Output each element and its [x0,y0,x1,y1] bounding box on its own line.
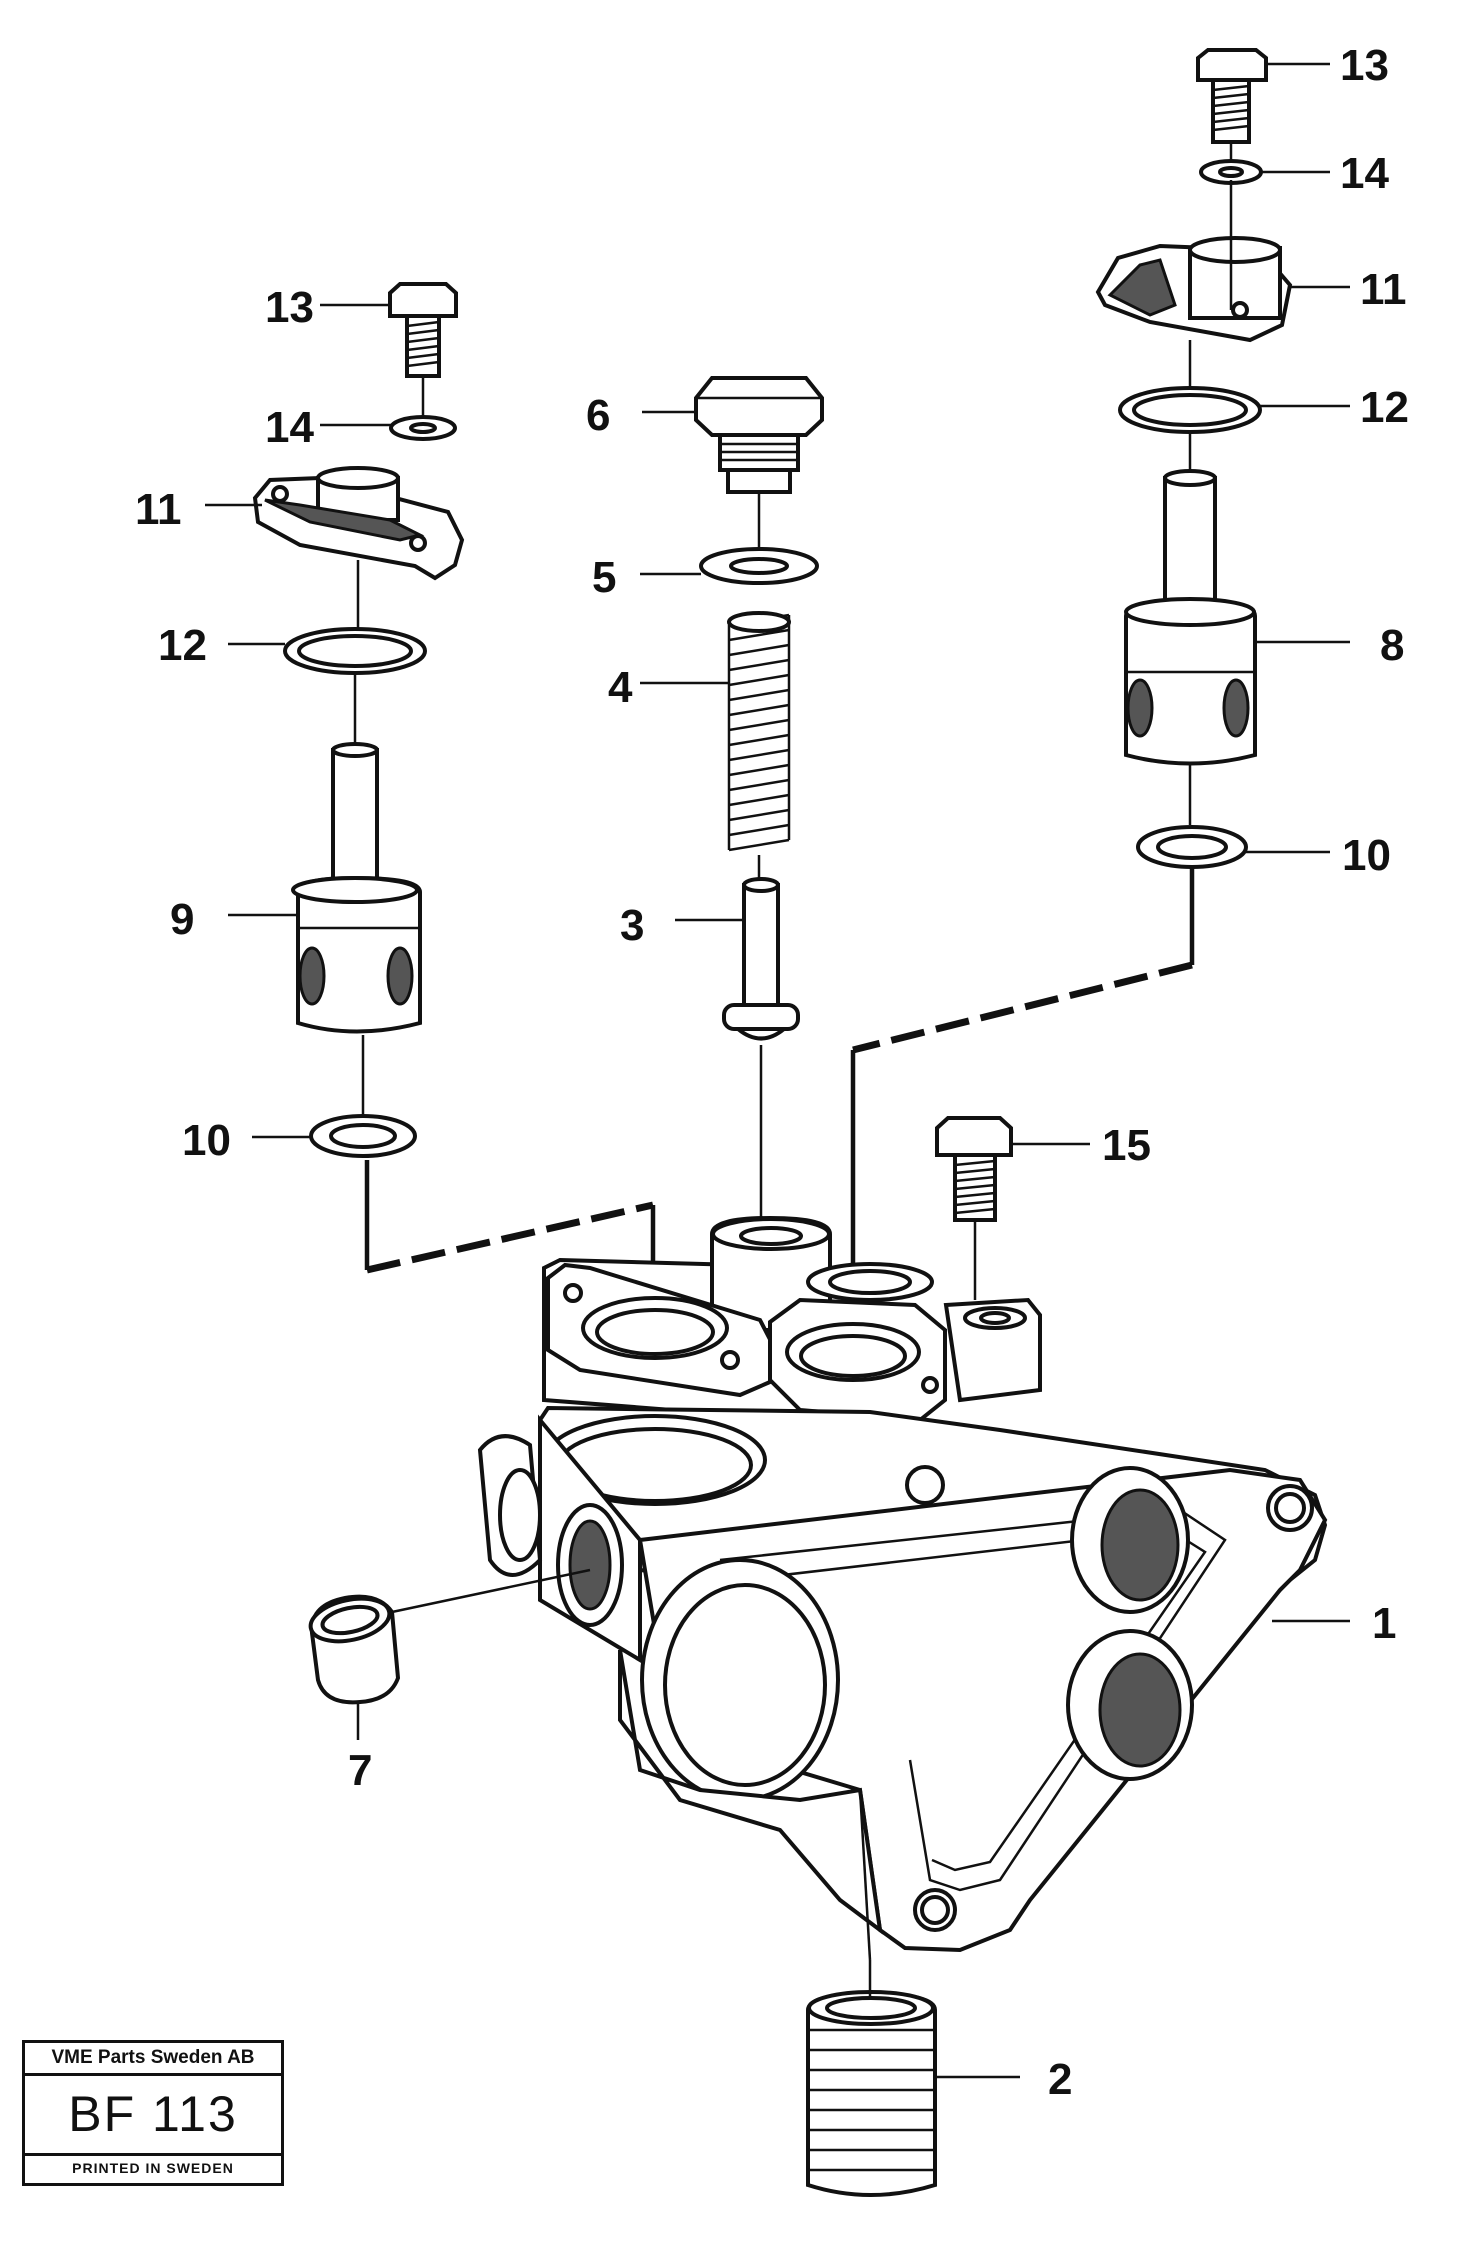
callout-5: 5 [592,553,616,602]
callout-13-right: 13 [1340,41,1389,90]
bolt-13-left [388,282,458,378]
left-valve-stack [252,282,656,1335]
center-stack [694,376,824,1225]
bolt-13-right [1196,48,1268,144]
plug-2 [806,1960,937,2197]
callout-10-right: 10 [1342,831,1391,880]
callout-8: 8 [1380,621,1404,670]
callout-9: 9 [170,895,194,944]
housing-body-1 [477,1215,1328,1961]
callout-7: 7 [348,1746,372,1795]
bolt-15 [935,1116,1013,1300]
company-name: VME Parts Sweden AB [22,2040,284,2076]
callout-10-left: 10 [182,1116,231,1165]
callout-11-right: 11 [1360,265,1407,314]
valve-9 [291,742,422,1034]
callout-1: 1 [1372,1599,1396,1648]
leader-lines [205,62,1350,2079]
callout-numbers: 13 14 11 12 9 10 6 5 4 3 13 14 11 12 8 1… [135,41,1409,2104]
drawing-code: BF 113 [22,2076,284,2156]
callout-13-left: 13 [265,283,314,332]
cover-11-right [1095,236,1293,343]
piston-3 [722,877,800,1041]
cover-11-left [252,466,465,581]
plug-6 [694,376,824,494]
right-valve-stack [850,48,1293,1360]
callout-6: 6 [586,391,610,440]
callout-11-left: 11 [135,485,182,534]
callout-2: 2 [1048,2055,1072,2104]
callout-4: 4 [608,663,633,712]
callout-14-right: 14 [1340,149,1389,198]
plug-7 [308,1568,591,1740]
valve-8 [1124,469,1257,766]
spring-4 [727,611,791,852]
callout-12-right: 12 [1360,383,1409,432]
printed-in-note: PRINTED IN SWEDEN [22,2156,284,2186]
callout-15: 15 [1102,1121,1151,1170]
callout-3: 3 [620,901,644,950]
callout-14-left: 14 [265,403,314,452]
drawing-label-box: VME Parts Sweden AB BF 113 PRINTED IN SW… [22,2040,284,2200]
callout-12-left: 12 [158,621,207,670]
